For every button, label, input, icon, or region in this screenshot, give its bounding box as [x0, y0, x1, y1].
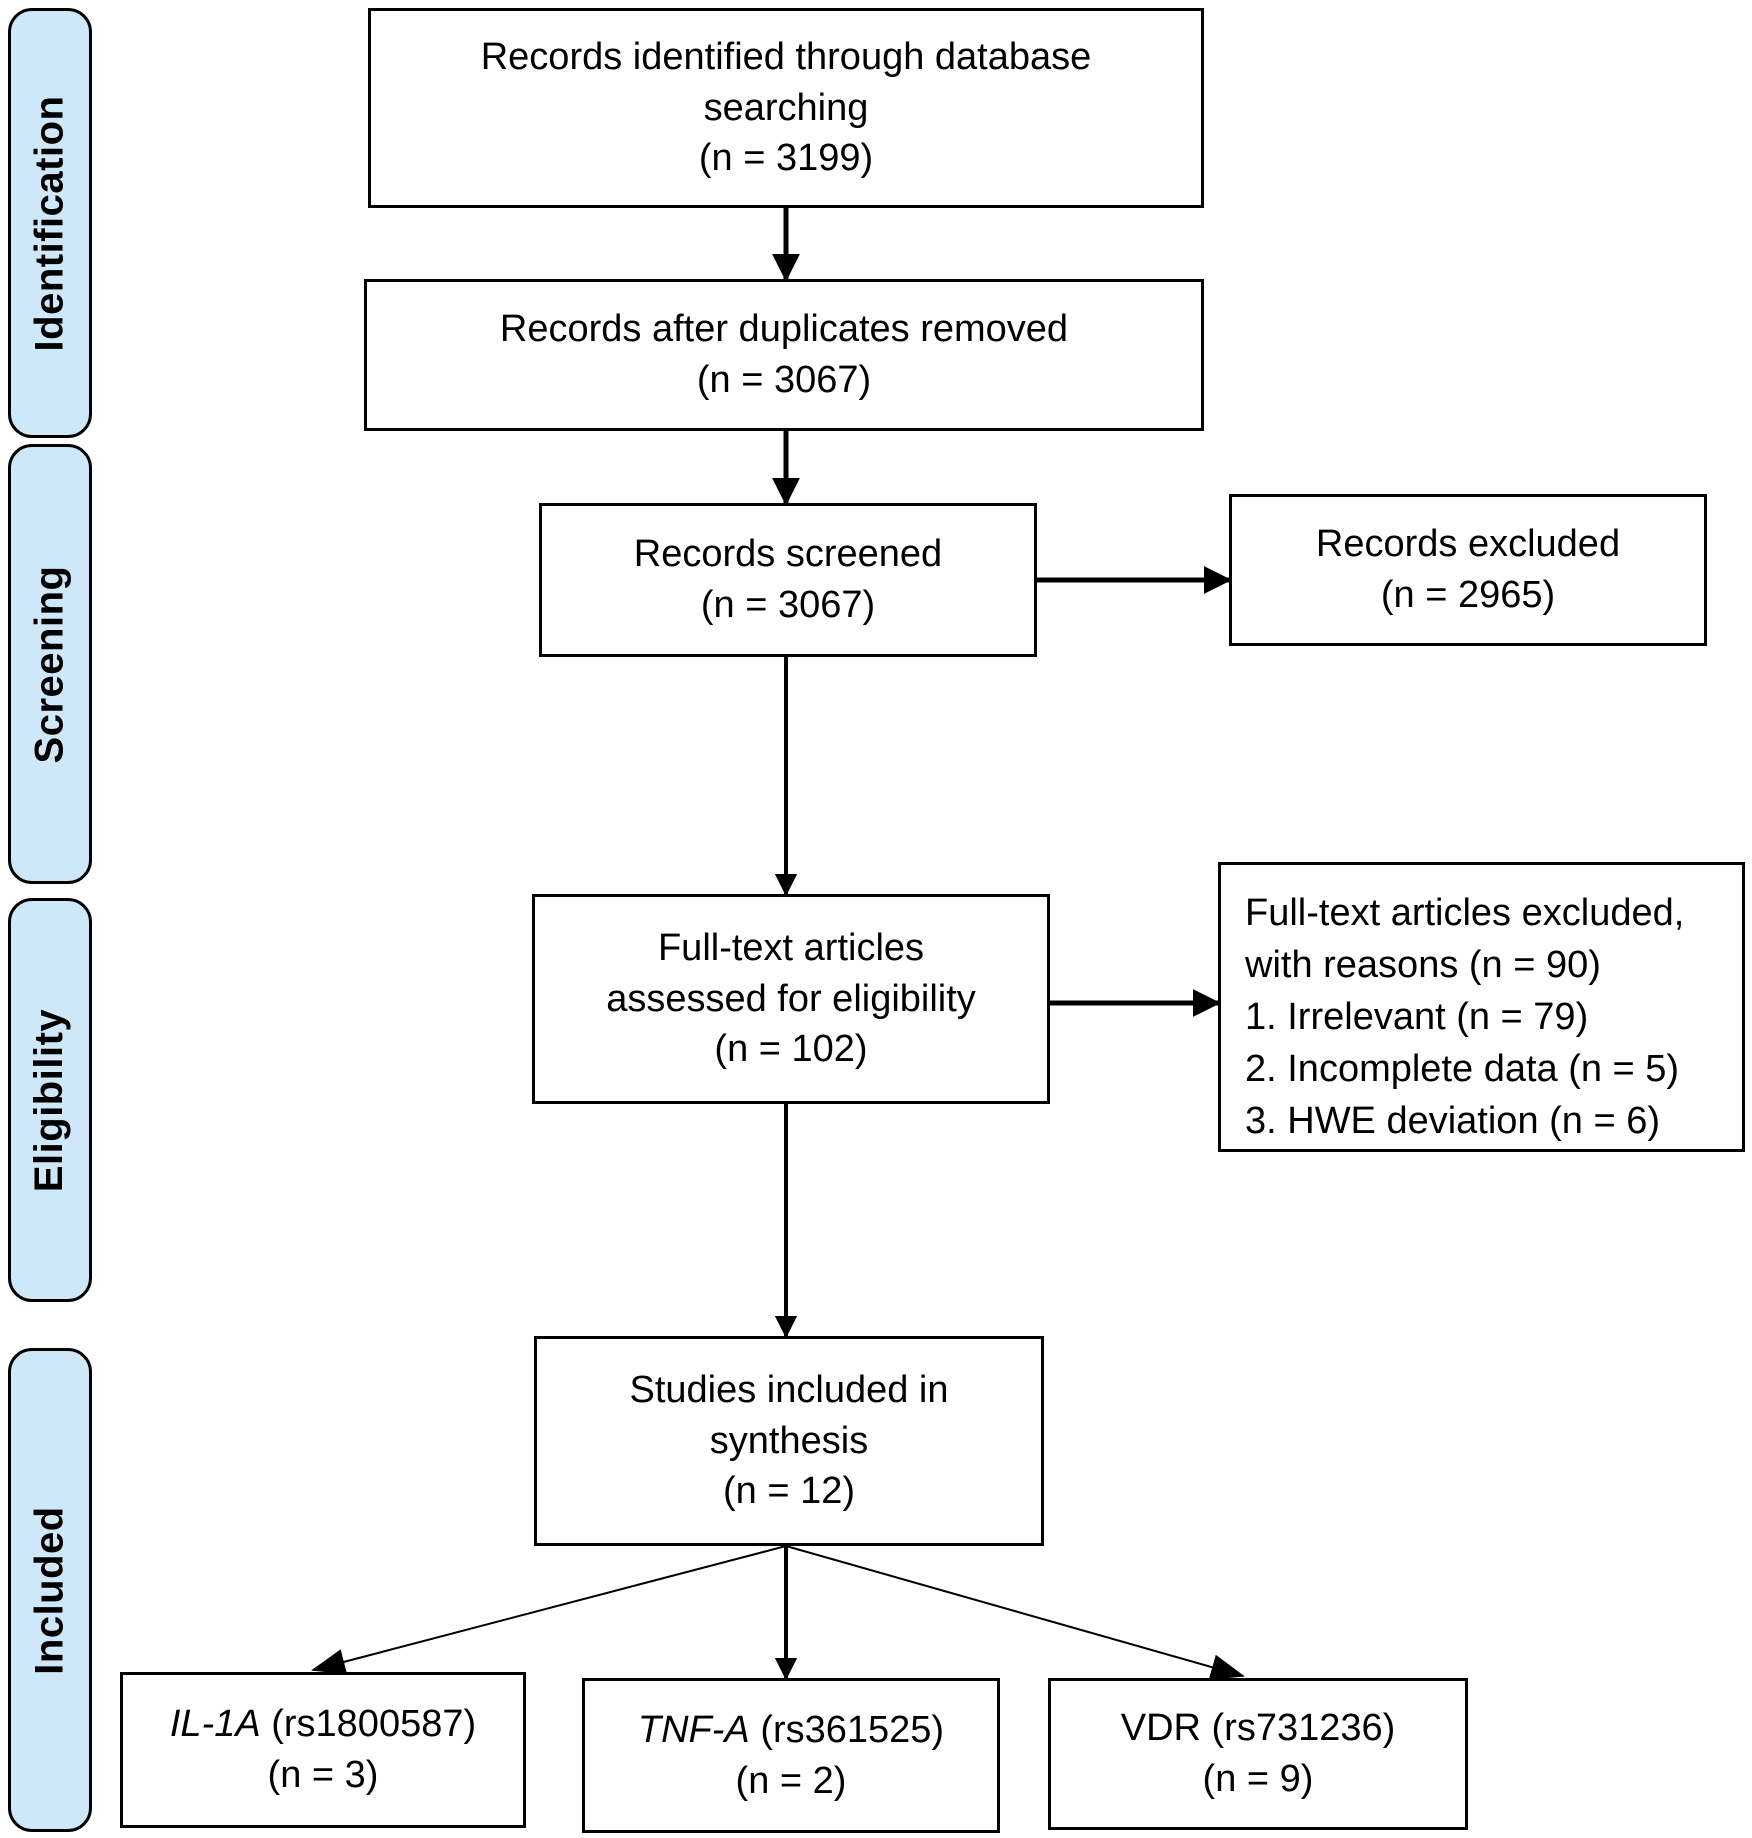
box-count: (n = 2) — [735, 1759, 847, 1802]
box-count: (n = 102) — [714, 1028, 868, 1071]
stage-screening: Screening — [8, 444, 92, 884]
box-text: Studies included in — [629, 1368, 949, 1411]
box-fulltext-excluded: Full-text articles excluded, with reason… — [1218, 862, 1745, 1152]
box-gene-tnfa: TNF-A (rs361525) (n = 2) — [582, 1678, 1000, 1833]
box-fulltext-assessed: Full-text articles assessed for eligibil… — [532, 894, 1050, 1104]
box-records-excluded: Records excluded (n = 2965) — [1229, 494, 1707, 646]
gene-name: TNF-A — [637, 1708, 750, 1751]
box-count: (n = 3) — [267, 1754, 379, 1796]
stage-label: Screening — [27, 565, 72, 763]
exclusion-reason: 1. Irrelevant (n = 79) — [1245, 996, 1589, 1039]
box-text: VDR (rs731236) — [1120, 1707, 1396, 1750]
box-count: (n = 9) — [1202, 1758, 1314, 1800]
box-text: assessed for eligibility — [606, 977, 976, 1020]
box-studies-included: Studies included in synthesis (n = 12) — [534, 1336, 1044, 1546]
box-text: Records after duplicates removed — [499, 308, 1069, 351]
box-text: Records screened — [633, 533, 943, 576]
box-text: with reasons (n = 90) — [1245, 944, 1601, 987]
box-count: (n = 3199) — [698, 137, 874, 180]
box-text: TNF-A (rs361525) — [638, 1705, 944, 1756]
box-count: (n = 12) — [722, 1470, 856, 1513]
box-text: searching — [703, 86, 869, 129]
box-count: (n = 2965) — [1380, 574, 1556, 616]
box-text: Records excluded — [1315, 523, 1621, 566]
box-count: (n = 3067) — [700, 584, 876, 626]
stage-identification: Identification — [8, 8, 92, 438]
snp-id: (rs361525) — [749, 1708, 945, 1751]
stage-included: Included — [8, 1348, 92, 1832]
stage-label: Identification — [27, 95, 72, 351]
box-duplicates-removed: Records after duplicates removed (n = 30… — [364, 279, 1204, 431]
box-text: Records identified through database — [480, 35, 1092, 78]
gene-name: IL-1A — [169, 1703, 261, 1746]
box-gene-vdr: VDR (rs731236) (n = 9) — [1048, 1678, 1468, 1830]
snp-id: (rs1800587) — [260, 1703, 477, 1746]
arrow-synthesis-to-il1a — [311, 1545, 787, 1675]
arrow-synthesis-to-vdr — [785, 1545, 1245, 1680]
exclusion-reason: 2. Incomplete data (n = 5) — [1245, 1048, 1680, 1091]
box-text: Full-text articles — [657, 926, 925, 969]
box-text: synthesis — [709, 1419, 869, 1462]
box-text: Full-text articles excluded, — [1245, 892, 1685, 934]
box-text: IL-1A (rs1800587) — [170, 1699, 476, 1750]
box-records-screened: Records screened (n = 3067) — [539, 503, 1037, 657]
box-gene-il1a: IL-1A (rs1800587) (n = 3) — [120, 1672, 526, 1828]
stage-label: Eligibility — [27, 1008, 72, 1192]
stage-label: Included — [27, 1505, 72, 1675]
box-records-identified: Records identified through database sear… — [368, 8, 1204, 208]
stage-eligibility: Eligibility — [8, 898, 92, 1302]
box-count: (n = 3067) — [696, 359, 872, 401]
exclusion-reason: 3. HWE deviation (n = 6) — [1245, 1100, 1661, 1143]
